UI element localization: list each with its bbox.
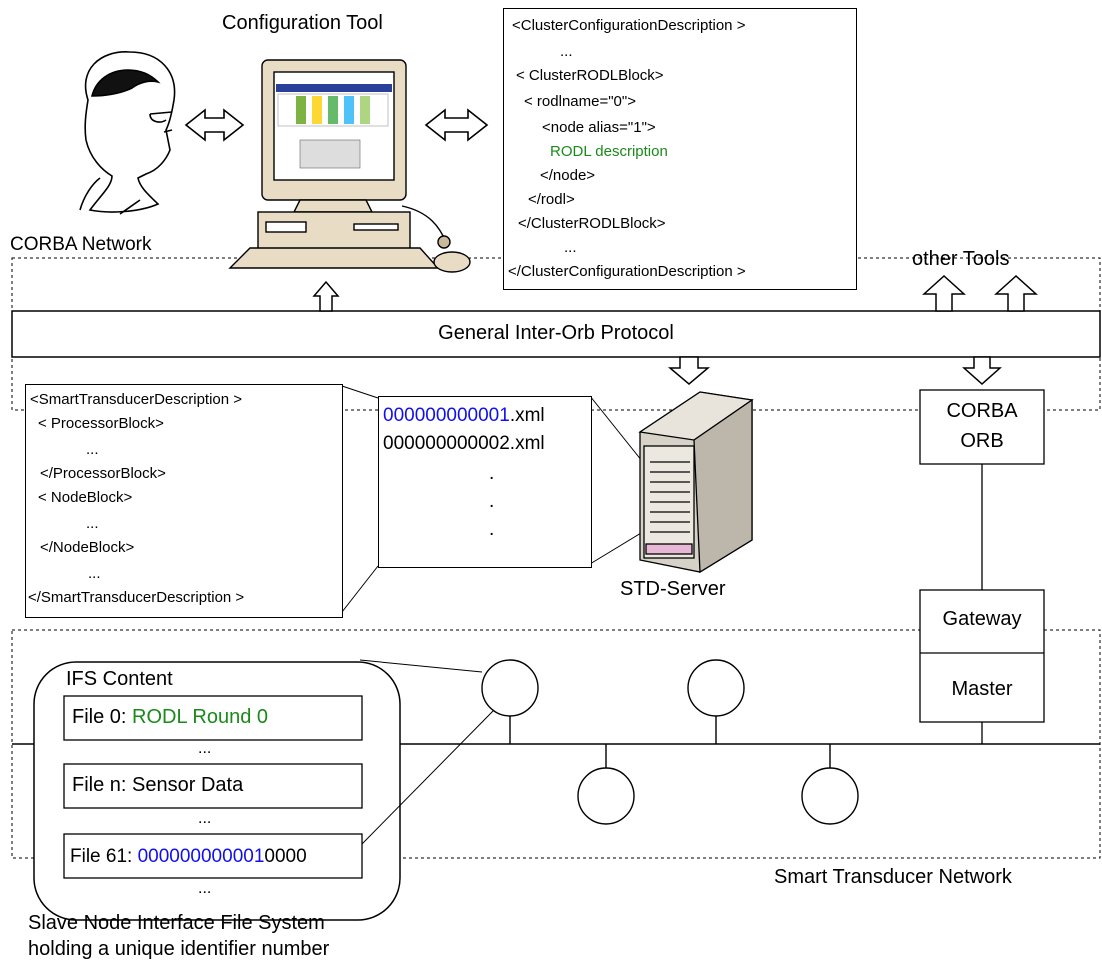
giop-label: General Inter-Orb Protocol — [438, 322, 674, 344]
std-line: ... — [86, 515, 99, 532]
xml-dot: . — [489, 463, 495, 484]
std-line: < NodeBlock> — [38, 489, 133, 506]
ifs-file61: File 61: 0000000000010000 — [70, 846, 307, 867]
ifs-file61-box — [63, 833, 363, 879]
node-ifs-links — [359, 659, 495, 845]
config-line: ... — [560, 43, 573, 60]
cluster-config-box: <ClusterConfigurationDescription > ... <… — [503, 8, 857, 290]
ifs-filen: File n: Sensor Data — [72, 774, 244, 796]
person-illustration — [79, 51, 176, 215]
configuration-tool-label: Configuration Tool — [222, 12, 383, 34]
corba-orb-line2: ORB — [960, 430, 1004, 452]
corba-orb-box — [919, 389, 1045, 465]
std-line: ... — [86, 441, 99, 458]
xml-dot: . — [489, 491, 495, 512]
ifs-ellipsis: ... — [198, 740, 212, 757]
ifs-filen-box — [63, 763, 363, 809]
config-line: <node alias="1"> — [542, 119, 656, 136]
config-line: </ClusterConfigurationDescription > — [508, 263, 746, 280]
smart-transducer-network-label: Smart Transducer Network — [774, 866, 1012, 888]
std-line: < ProcessorBlock> — [38, 415, 164, 432]
ifs-ellipsis: ... — [198, 880, 212, 897]
config-line-rodl: RODL description — [550, 143, 668, 160]
std-line: <SmartTransducerDescription > — [30, 391, 243, 408]
config-line: < ClusterRODLBlock> — [516, 67, 664, 84]
caption-line1: Slave Node Interface File System — [28, 912, 325, 934]
ifs-file0: File 0: RODL Round 0 — [72, 706, 269, 728]
std-line: </ProcessorBlock> — [40, 465, 166, 482]
config-line: <ClusterConfigurationDescription > — [512, 17, 746, 34]
server-illustration — [638, 391, 754, 574]
xml-files-box: 000000000001.xml 000000000002.xml . . . — [378, 396, 592, 568]
down-arrow-server — [667, 356, 711, 385]
ifs-ellipsis: ... — [198, 810, 212, 827]
std-description-box: <SmartTransducerDescription > < Processo… — [25, 384, 343, 618]
xml-dot: . — [489, 519, 495, 540]
config-line: ... — [564, 239, 577, 256]
config-line: < rodlname="0"> — [524, 93, 636, 110]
xml-file-2: 000000000002.xml — [383, 433, 545, 454]
up-arrow-other-tool-1 — [922, 274, 966, 312]
ifs-title: IFS Content — [66, 668, 173, 690]
std-line: </NodeBlock> — [40, 539, 135, 556]
std-server-label: STD-Server — [620, 578, 726, 600]
up-arrow-config-tool — [312, 280, 340, 312]
gateway-master-box — [919, 589, 1045, 723]
master-label: Master — [951, 678, 1013, 700]
std-line: </SmartTransducerDescription > — [28, 589, 245, 606]
callout-lines — [341, 385, 647, 613]
up-arrow-other-tool-2 — [994, 274, 1038, 312]
xml-file-1: 000000000001.xml — [383, 405, 545, 426]
corba-network-label: CORBA Network — [10, 234, 152, 255]
config-line: </node> — [540, 167, 596, 184]
other-tools-label: other Tools — [912, 248, 1010, 270]
ifs-file0-box — [63, 695, 363, 741]
transducer-nodes — [481, 659, 859, 825]
config-line: </rodl> — [528, 191, 575, 208]
double-arrow-right — [424, 108, 489, 142]
down-arrow-orb — [962, 356, 1002, 386]
double-arrow-left — [184, 108, 245, 142]
std-line: ... — [88, 565, 101, 582]
config-line: </ClusterRODLBlock> — [518, 215, 666, 232]
giop-bar — [11, 310, 1101, 358]
caption-line2: holding a unique identifier number — [28, 938, 330, 960]
gateway-label: Gateway — [942, 608, 1022, 630]
computer-illustration — [228, 59, 471, 273]
corba-orb-line1: CORBA — [946, 400, 1018, 422]
